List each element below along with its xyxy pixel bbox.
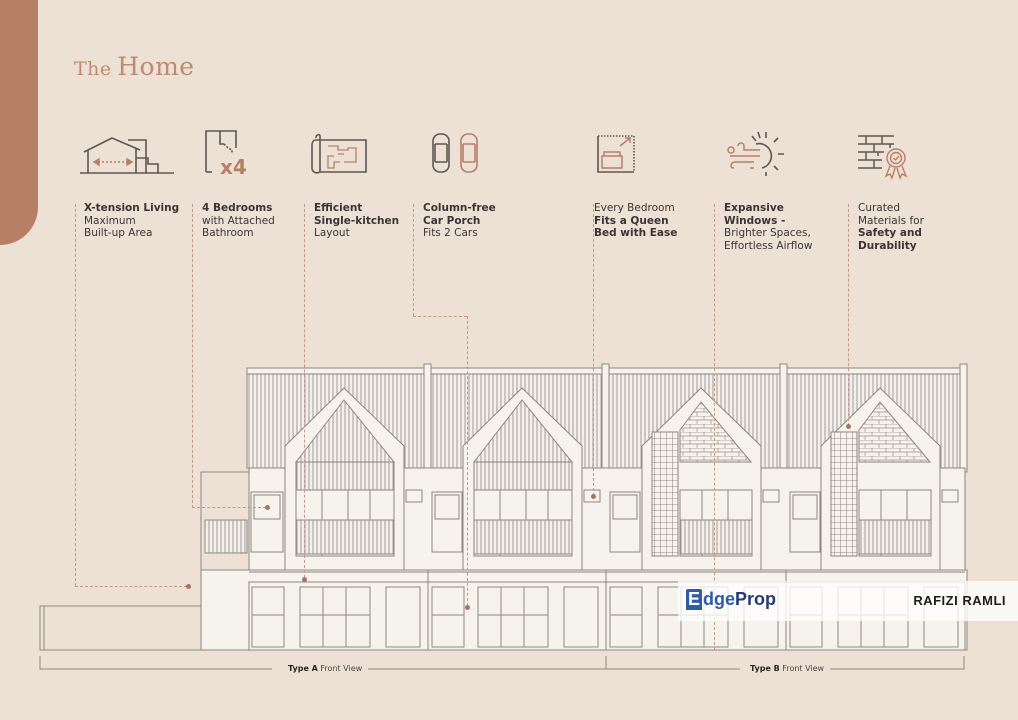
feature-line: Efficient xyxy=(314,202,363,214)
feature-line: Fits a Queen xyxy=(594,214,669,227)
feature-line: 4 Bedrooms xyxy=(202,202,273,214)
leader-dot xyxy=(186,584,191,589)
feature-line: Bathroom xyxy=(202,227,254,239)
leader-line xyxy=(75,586,187,587)
feature-line: Curated xyxy=(858,202,900,214)
leader-line xyxy=(304,204,305,578)
feature-line: Maximum xyxy=(84,214,136,227)
feature-text: Curated Materials for Safety and Durabil… xyxy=(858,202,924,252)
feature-text: Efficient Single-kitchen Layout xyxy=(314,202,399,240)
type-a-view-label: Type A Front View xyxy=(282,664,369,673)
feature-line: Car Porch xyxy=(423,214,481,227)
feature-text: Every Bedroom Fits a Queen Bed with Ease xyxy=(594,202,677,240)
feature-text: Expansive Windows - Brighter Spaces, Eff… xyxy=(724,202,812,252)
wind-sun-icon xyxy=(727,131,784,176)
brick-certified-icon xyxy=(858,135,908,180)
leader-dot xyxy=(465,605,470,610)
house-extension-icon xyxy=(80,137,174,174)
leader-line xyxy=(593,204,594,496)
feature-line: Every Bedroom xyxy=(594,202,675,214)
feature-line: Effortless Airflow xyxy=(724,239,813,252)
title-prefix: The xyxy=(74,58,112,80)
feature-line: Windows - xyxy=(724,214,786,227)
leader-line xyxy=(192,204,193,508)
feature-line: Safety and xyxy=(858,227,922,239)
feature-line: Bed with Ease xyxy=(594,227,678,239)
feature-line: Materials for xyxy=(858,214,924,227)
feature-text: X-tension Living Maximum Built-up Area xyxy=(84,202,179,240)
feature-text: Column-free Car Porch Fits 2 Cars xyxy=(423,202,496,240)
agent-name: RAFIZI RAMLI xyxy=(913,593,1006,608)
feature-text: 4 Bedrooms with Attached Bathroom xyxy=(202,202,275,240)
leader-line xyxy=(192,507,266,508)
leader-dot xyxy=(302,577,307,582)
two-cars-icon xyxy=(432,133,478,173)
leader-line xyxy=(467,316,468,606)
leader-line xyxy=(848,204,849,426)
leader-line xyxy=(413,204,414,316)
leader-line xyxy=(75,204,76,586)
leader-dot xyxy=(265,505,270,510)
feature-line: Expansive xyxy=(724,202,784,214)
feature-line: with Attached xyxy=(202,214,275,227)
feature-line: Layout xyxy=(314,227,350,239)
leader-dot xyxy=(846,424,851,429)
bedroom-x4-icon: x4 xyxy=(205,130,247,179)
page-title: The Home xyxy=(74,52,195,81)
feature-line: Durability xyxy=(858,239,917,252)
feature-line: Brighter Spaces, xyxy=(724,227,811,239)
feature-line: Built-up Area xyxy=(84,227,153,239)
queen-bed-icon xyxy=(597,135,635,173)
feature-line: Column-free xyxy=(423,202,496,214)
title-main: Home xyxy=(117,52,195,81)
floor-plan-icon xyxy=(311,133,367,174)
decorative-side-band xyxy=(0,0,38,245)
type-b-view-label: Type B Front View xyxy=(744,664,831,673)
leader-line xyxy=(413,316,467,317)
leader-line xyxy=(714,204,715,650)
svg-text:x4: x4 xyxy=(220,155,247,179)
feature-line: Single-kitchen xyxy=(314,214,400,227)
feature-line: Fits 2 Cars xyxy=(423,227,478,239)
feature-line: X-tension Living xyxy=(84,202,180,214)
leader-dot xyxy=(591,494,596,499)
